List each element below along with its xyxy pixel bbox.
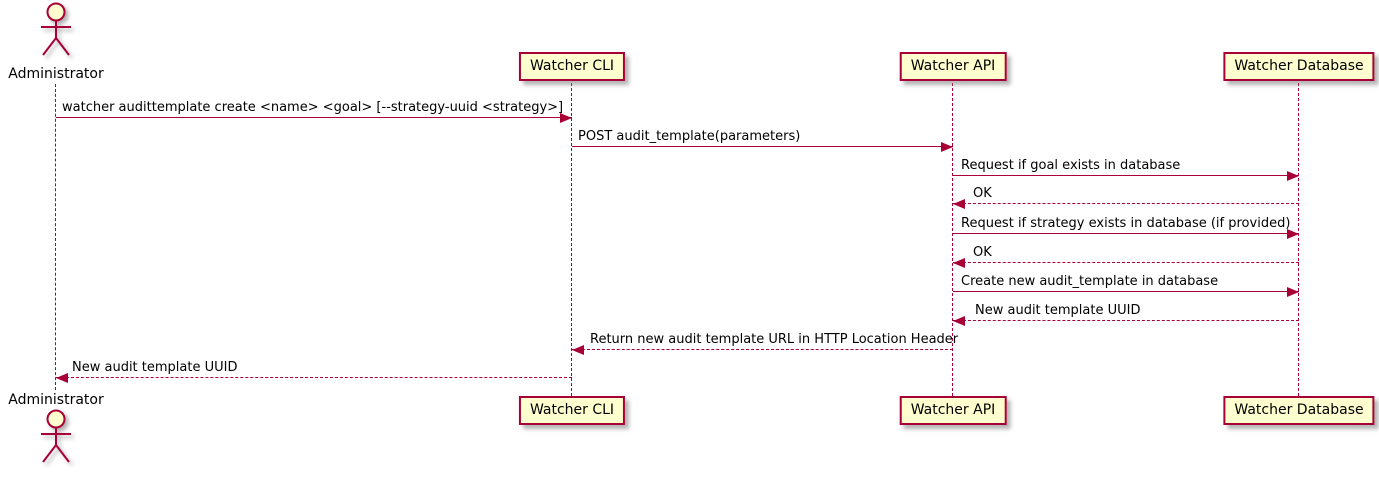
person-icon [41,409,71,463]
message-label: watcher audittemplate create <name> <goa… [62,100,564,115]
participant-label: Watcher API [910,58,996,74]
message-9: New audit template UUID [56,360,572,383]
message-0: watcher audittemplate create <name> <goa… [56,100,572,123]
lifeline-watcher-api [952,83,953,396]
message-2: Request if goal exists in database [953,158,1299,181]
message-line [953,171,1299,181]
message-label: Create new audit_template in database [961,274,1219,289]
participant-box-bottom-1: Watcher API [899,396,1007,425]
participant-box-top-1: Watcher API [899,52,1007,81]
message-6: Create new audit_template in database [953,274,1299,297]
person-icon [41,2,71,56]
participant-label: Watcher CLI [529,58,615,74]
arrowhead-right-icon [1287,229,1299,239]
participant-box-top-0: Watcher CLI [518,52,626,81]
arrowhead-left-icon [953,316,965,326]
arrowhead-right-icon [1287,287,1299,297]
message-label: Request if strategy exists in database (… [961,216,1291,231]
message-1: POST audit_template(parameters) [572,129,953,152]
lifeline-watcher-database [1298,83,1299,396]
message-8: Return new audit template URL in HTTP Lo… [572,332,958,355]
message-label: OK [973,186,992,201]
message-line [953,229,1299,239]
message-label: New audit template UUID [72,360,238,375]
participant-box-bottom-2: Watcher Database [1223,396,1375,425]
actor-label-bottom: Administrator [8,392,104,408]
message-label: OK [973,245,992,260]
message-line [953,316,1299,326]
participant-box-bottom-0: Watcher CLI [518,396,626,425]
lifeline-watcher-cli [571,83,572,396]
message-3: OK [953,186,1299,209]
arrowhead-left-icon [56,373,68,383]
participant-label: Watcher CLI [529,402,615,418]
message-label: Request if goal exists in database [961,158,1181,173]
message-line [953,199,1299,209]
arrowhead-right-icon [560,113,572,123]
message-4: Request if strategy exists in database (… [953,216,1299,239]
message-line [56,373,572,383]
participant-label: Watcher Database [1234,58,1364,74]
lifeline-administrator [55,84,56,390]
message-line [56,113,572,123]
message-label: Return new audit template URL in HTTP Lo… [590,332,959,347]
message-line [953,258,1299,268]
arrowhead-right-icon [941,142,953,152]
actor-figure-top [34,2,78,58]
arrowhead-left-icon [572,345,584,355]
arrowhead-left-icon [953,258,965,268]
message-line [953,287,1299,297]
message-label: New audit template UUID [975,303,1141,318]
participant-label: Watcher API [910,402,996,418]
message-5: OK [953,245,1299,268]
arrowhead-left-icon [953,199,965,209]
message-line [572,345,953,355]
message-label: POST audit_template(parameters) [578,129,801,144]
participant-box-top-2: Watcher Database [1223,52,1375,81]
actor-figure-bottom [34,409,78,465]
participant-label: Watcher Database [1234,402,1364,418]
message-7: New audit template UUID [953,303,1299,326]
actor-label-top: Administrator [8,66,104,82]
message-line [572,142,953,152]
arrowhead-right-icon [1287,171,1299,181]
